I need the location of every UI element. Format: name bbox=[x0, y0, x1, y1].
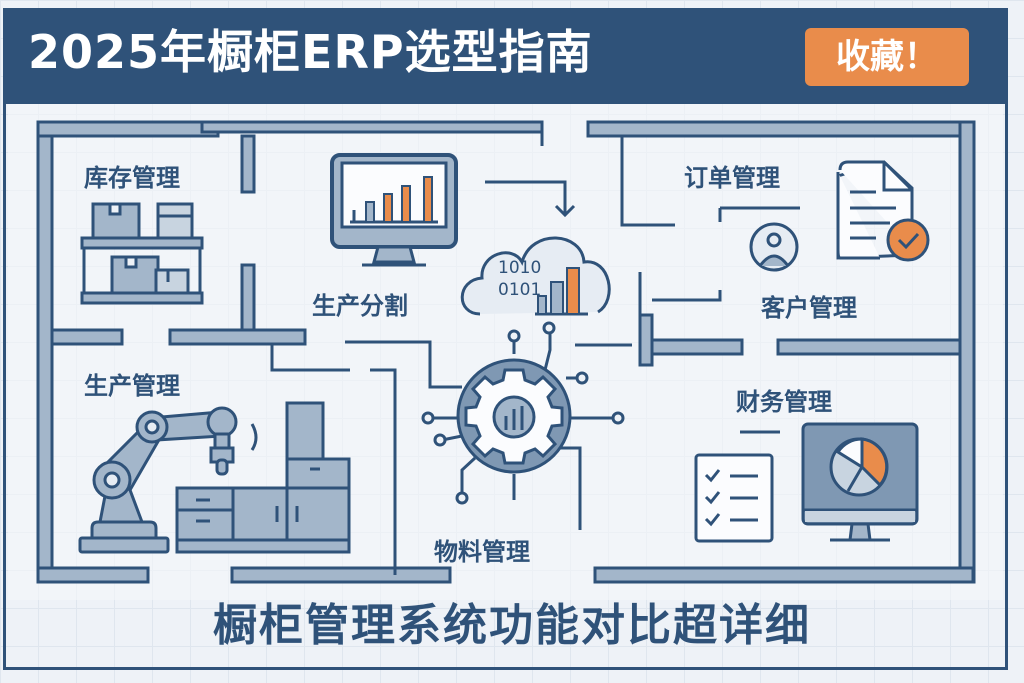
order-document-icon bbox=[836, 160, 930, 262]
wall-top-mid bbox=[200, 120, 544, 134]
robot-arm-icon bbox=[78, 406, 258, 554]
module-label-material: 物料管理 bbox=[434, 538, 530, 566]
wall-bottom-left bbox=[36, 566, 150, 584]
page-title: 2025年橱柜ERP选型指南 bbox=[28, 25, 593, 79]
wall-bottom-right bbox=[593, 566, 975, 584]
monitor-bar-chart-icon bbox=[330, 153, 458, 267]
cloud-data-icon bbox=[460, 236, 611, 316]
checklist-icon bbox=[694, 453, 774, 543]
module-label-customer: 客户管理 bbox=[761, 294, 857, 322]
module-label-inventory: 库存管理 bbox=[84, 164, 180, 192]
footer-subtitle: 橱柜管理系统功能对比超详细 bbox=[213, 600, 811, 651]
monitor-pie-chart-icon bbox=[801, 422, 919, 542]
module-label-finance: 财务管理 bbox=[736, 388, 832, 416]
cloud-binary-line1: 1010 bbox=[498, 258, 542, 278]
module-label-order: 订单管理 bbox=[684, 164, 780, 192]
customer-avatar-icon bbox=[749, 222, 799, 272]
kitchen-cabinet-icon bbox=[175, 401, 351, 554]
inventory-shelf-icon bbox=[80, 202, 204, 305]
module-label-production-split: 生产分割 bbox=[312, 292, 408, 320]
module-label-production: 生产管理 bbox=[84, 372, 180, 400]
bookmark-badge[interactable]: 收藏！ bbox=[805, 28, 969, 86]
gear-circuit-icon bbox=[421, 321, 625, 530]
cloud-binary-line2: 0101 bbox=[498, 280, 542, 300]
outer-frame bbox=[3, 8, 1008, 670]
